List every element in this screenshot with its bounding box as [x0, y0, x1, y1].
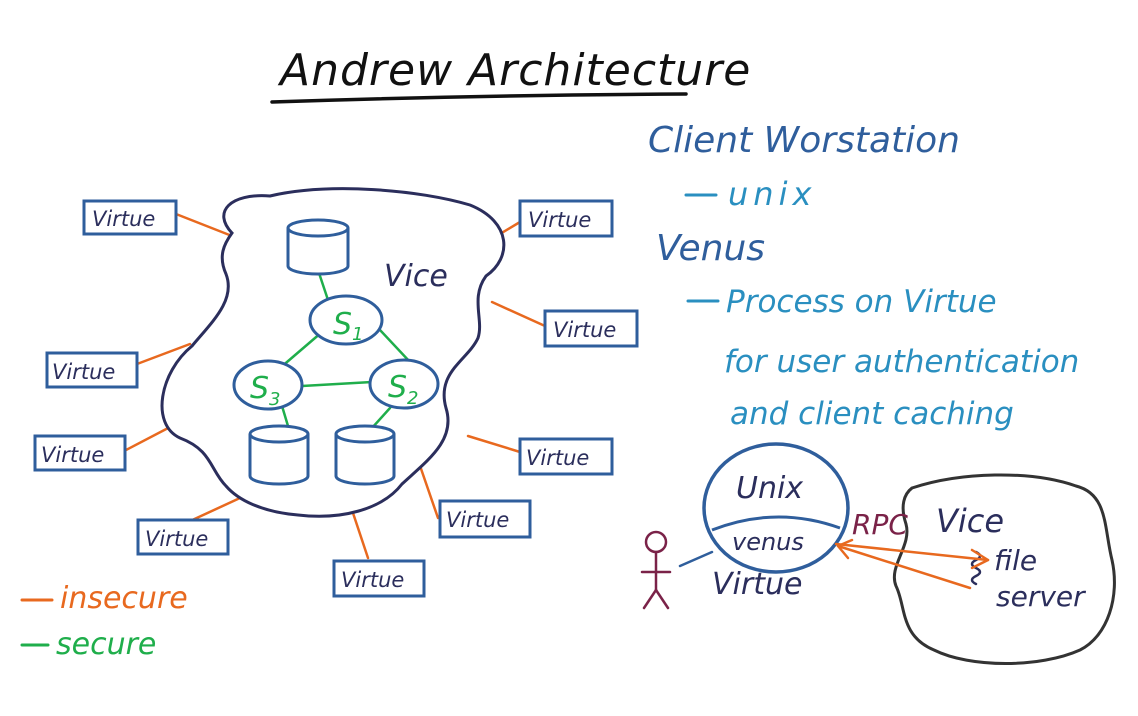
svg-text:Virtue: Virtue: [52, 360, 115, 384]
virtue-node: Virtue: [543, 309, 639, 348]
virtue-node: Virtue: [82, 199, 178, 236]
rpc-arrows: [834, 538, 990, 590]
coil-icon: [970, 550, 982, 586]
note-client-workstation: Client Worstation: [648, 120, 960, 161]
svg-text:S: S: [388, 370, 407, 405]
virtue-node: Virtue: [332, 559, 426, 598]
server-s3: S 3: [232, 359, 304, 411]
server-s1: S 1: [308, 294, 384, 346]
svg-text:S: S: [250, 371, 269, 406]
svg-text:Virtue: Virtue: [526, 446, 589, 470]
svg-text:Virtue: Virtue: [145, 527, 208, 551]
unix-venus-circle: Unix venus: [702, 442, 850, 574]
server-label: server: [996, 580, 1086, 613]
vice-label: Vice: [384, 259, 448, 294]
note-venus: Venus: [656, 228, 765, 269]
svg-text:3: 3: [269, 389, 280, 410]
svg-text:secure: secure: [56, 627, 156, 662]
virtue-node: Virtue: [45, 351, 139, 389]
svg-text:Virtue: Virtue: [446, 508, 509, 532]
user-figure-icon: [640, 530, 672, 610]
svg-text:S: S: [333, 307, 352, 342]
svg-text:insecure: insecure: [60, 581, 188, 616]
svg-text:Virtue: Virtue: [92, 207, 155, 231]
virtue-node: Virtue: [33, 434, 127, 472]
user-link: [678, 550, 714, 568]
svg-text:Virtue: Virtue: [528, 208, 591, 232]
note-caching: and client caching: [730, 396, 1014, 432]
svg-text:Virtue: Virtue: [553, 318, 616, 342]
vice-cloud: [160, 187, 506, 518]
diagram-title: Andrew Architecture: [277, 45, 751, 96]
file-label: file: [994, 544, 1037, 577]
disk-icon: [286, 218, 350, 276]
note-process: Process on Virtue: [726, 284, 997, 320]
virtue-node: Virtue: [438, 499, 532, 539]
remote-vice-label: Vice: [936, 502, 1004, 540]
virtue-node: Virtue: [518, 437, 614, 476]
svg-text:Virtue: Virtue: [341, 568, 404, 592]
svg-text:venus: venus: [732, 528, 804, 556]
svg-text:Virtue: Virtue: [41, 443, 104, 467]
svg-text:Unix: Unix: [736, 471, 803, 506]
svg-text:2: 2: [407, 388, 418, 409]
note-auth: for user authentication: [724, 344, 1079, 380]
disk-icon: [334, 424, 396, 486]
insecure-links: [124, 212, 547, 560]
title-underline: [270, 92, 688, 104]
legend-secure: secure: [20, 627, 156, 662]
virtue-node: Virtue: [136, 518, 230, 556]
detail-virtue-label: Virtue: [712, 567, 802, 602]
server-s2: S 2: [368, 358, 440, 410]
legend-insecure: insecure: [20, 581, 188, 616]
virtue-node: Virtue: [518, 199, 614, 238]
note-unix: unix: [728, 175, 816, 213]
remote-vice-cloud: [892, 473, 1116, 665]
disk-icon: [248, 424, 310, 486]
svg-text:1: 1: [352, 324, 363, 345]
rpc-label: RPC: [852, 508, 908, 541]
